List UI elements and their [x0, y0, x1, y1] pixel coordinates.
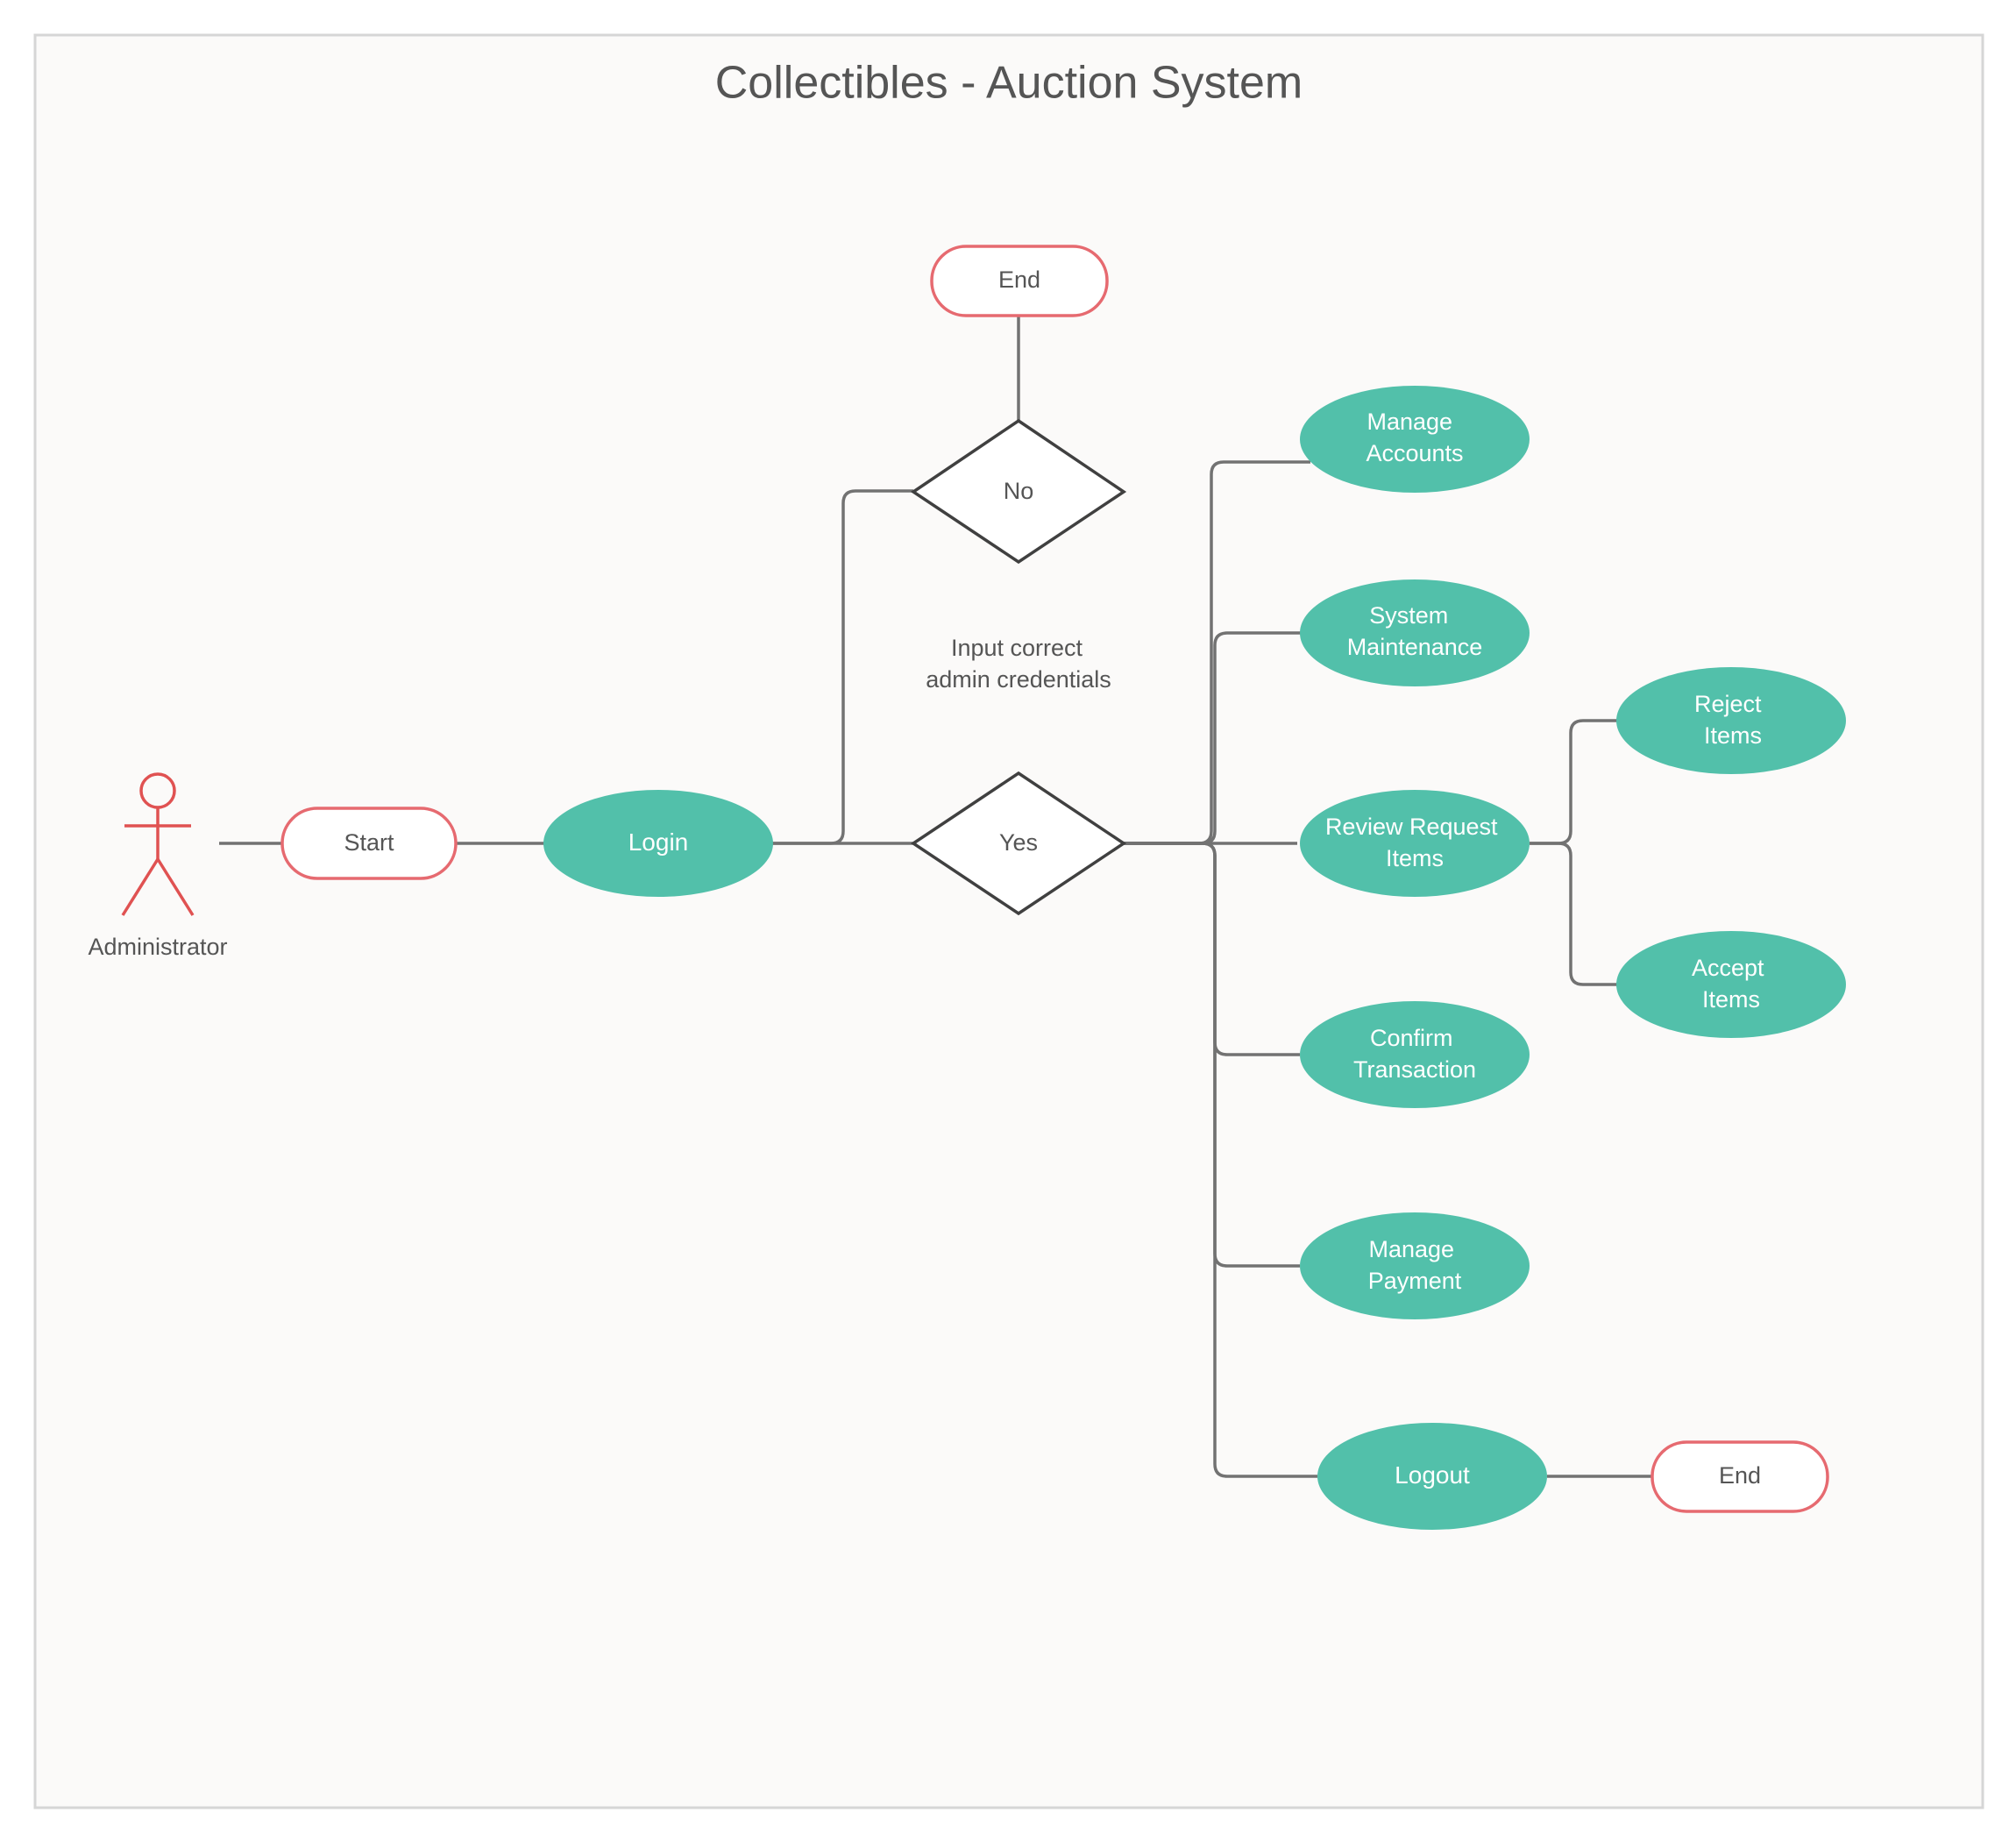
diagram-canvas: [33, 33, 1984, 1809]
use-case-review-request-items-label: Review Request Items: [1325, 814, 1504, 871]
decision-yes-label: Yes: [999, 829, 1038, 856]
page-title: Collectibles - Auction System: [715, 58, 1303, 109]
use-case-system-maintenance-label: System Maintenance: [1347, 602, 1483, 660]
credentials-annotation: Input correct admin credentials: [926, 635, 1111, 693]
use-case-confirm-transaction[interactable]: Confirm Transaction: [1300, 1001, 1530, 1108]
use-case-review-request-items[interactable]: Review Request Items: [1300, 790, 1530, 897]
use-case-logout[interactable]: Logout: [1317, 1423, 1547, 1530]
use-case-login-label: Login: [628, 828, 689, 856]
use-case-manage-payment-label: Manage Payment: [1368, 1236, 1462, 1294]
use-case-system-maintenance[interactable]: System Maintenance: [1300, 579, 1530, 686]
actor-label: Administrator: [88, 934, 227, 960]
use-case-logout-label: Logout: [1395, 1461, 1470, 1489]
stick-figure-icon: [121, 772, 195, 916]
use-case-manage-accounts-label: Manage Accounts: [1366, 409, 1463, 466]
use-case-confirm-transaction-label: Confirm Transaction: [1353, 1025, 1476, 1083]
start-terminal-label: Start: [344, 829, 394, 856]
use-case-login[interactable]: Login: [543, 790, 773, 897]
use-case-reject-items[interactable]: Reject Items: [1616, 667, 1846, 774]
annotation-line-2: admin credentials: [926, 666, 1111, 693]
end-terminal-bottom-label: End: [1719, 1462, 1761, 1489]
connectors: [219, 316, 1652, 1478]
use-case-accept-items[interactable]: Accept Items: [1616, 931, 1846, 1038]
decision-no-label: No: [1004, 478, 1034, 504]
decision-no[interactable]: No: [910, 418, 1127, 565]
decision-yes[interactable]: Yes: [910, 771, 1127, 916]
administrator-actor: Administrator: [88, 772, 228, 960]
end-terminal-bottom[interactable]: End: [1650, 1440, 1829, 1513]
use-case-manage-payment[interactable]: Manage Payment: [1300, 1212, 1530, 1319]
start-terminal[interactable]: Start: [280, 807, 458, 880]
end-terminal-top[interactable]: End: [930, 245, 1109, 317]
use-case-reject-items-label: Reject Items: [1694, 691, 1768, 749]
connector-review-accept: [1530, 842, 1622, 986]
connector-login-no: [771, 489, 913, 845]
use-case-accept-items-label: Accept Items: [1692, 955, 1771, 1013]
use-case-manage-accounts[interactable]: Manage Accounts: [1300, 386, 1530, 493]
end-terminal-top-label: End: [998, 267, 1040, 293]
annotation-line-1: Input correct: [951, 635, 1083, 661]
connector-yes-logout: [1124, 842, 1317, 1478]
